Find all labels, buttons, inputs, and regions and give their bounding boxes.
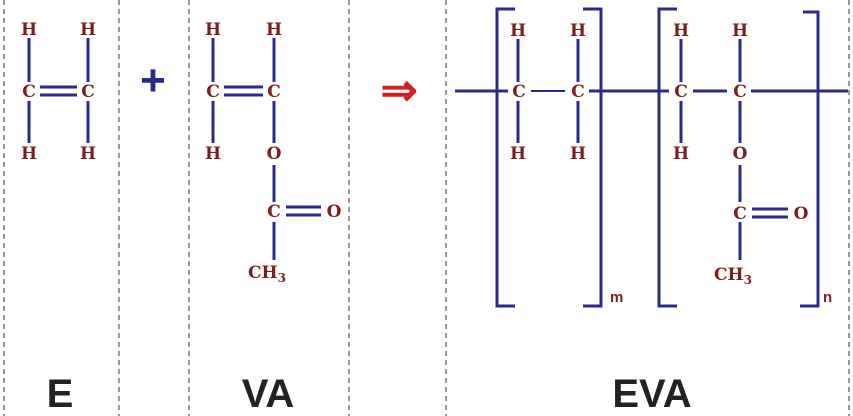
atom-c: C	[674, 82, 688, 102]
atom-c: C	[81, 82, 95, 102]
panel-dividers	[3, 0, 850, 416]
atom-h: H	[570, 144, 586, 164]
atom-c: C	[267, 202, 281, 222]
atom-h: H	[673, 144, 689, 164]
atom-h: H	[80, 144, 96, 164]
label-eva: EVA	[612, 372, 691, 416]
eva-polymer: H H C C H H H H C C H O C O CH3 m n	[455, 7, 848, 308]
atom-c: C	[22, 82, 36, 102]
atom-c: C	[571, 82, 585, 102]
atom-c: C	[512, 82, 526, 102]
label-e: E	[47, 372, 74, 416]
atom-o: O	[327, 202, 342, 222]
atom-h: H	[510, 144, 526, 164]
reaction-arrow: ⇒	[381, 66, 418, 115]
atom-o: O	[794, 204, 809, 224]
atom-h: H	[673, 21, 689, 41]
repeat-index-m: m	[610, 289, 623, 306]
atom-h: H	[80, 20, 96, 40]
atom-c: C	[267, 82, 281, 102]
atom-o: O	[267, 144, 282, 164]
vinyl-acetate-molecule: H H C C H O C O CH3	[205, 20, 342, 285]
repeat-index-n: n	[823, 289, 832, 306]
atom-h: H	[21, 20, 37, 40]
atom-h: H	[510, 21, 526, 41]
atom-h: H	[205, 20, 221, 40]
atom-h: H	[266, 20, 282, 40]
plus-sign: +	[140, 56, 166, 105]
label-va: VA	[242, 372, 295, 416]
atom-c: C	[733, 204, 747, 224]
atom-h: H	[205, 144, 221, 164]
atom-c: C	[733, 82, 747, 102]
methyl-group: CH3	[714, 265, 752, 287]
ethylene-molecule: H H C C H H	[21, 20, 96, 164]
methyl-group: CH3	[248, 263, 286, 285]
atom-h: H	[570, 21, 586, 41]
atom-h: H	[732, 21, 748, 41]
atom-o: O	[733, 144, 748, 164]
atom-h: H	[21, 144, 37, 164]
atom-c: C	[206, 82, 220, 102]
